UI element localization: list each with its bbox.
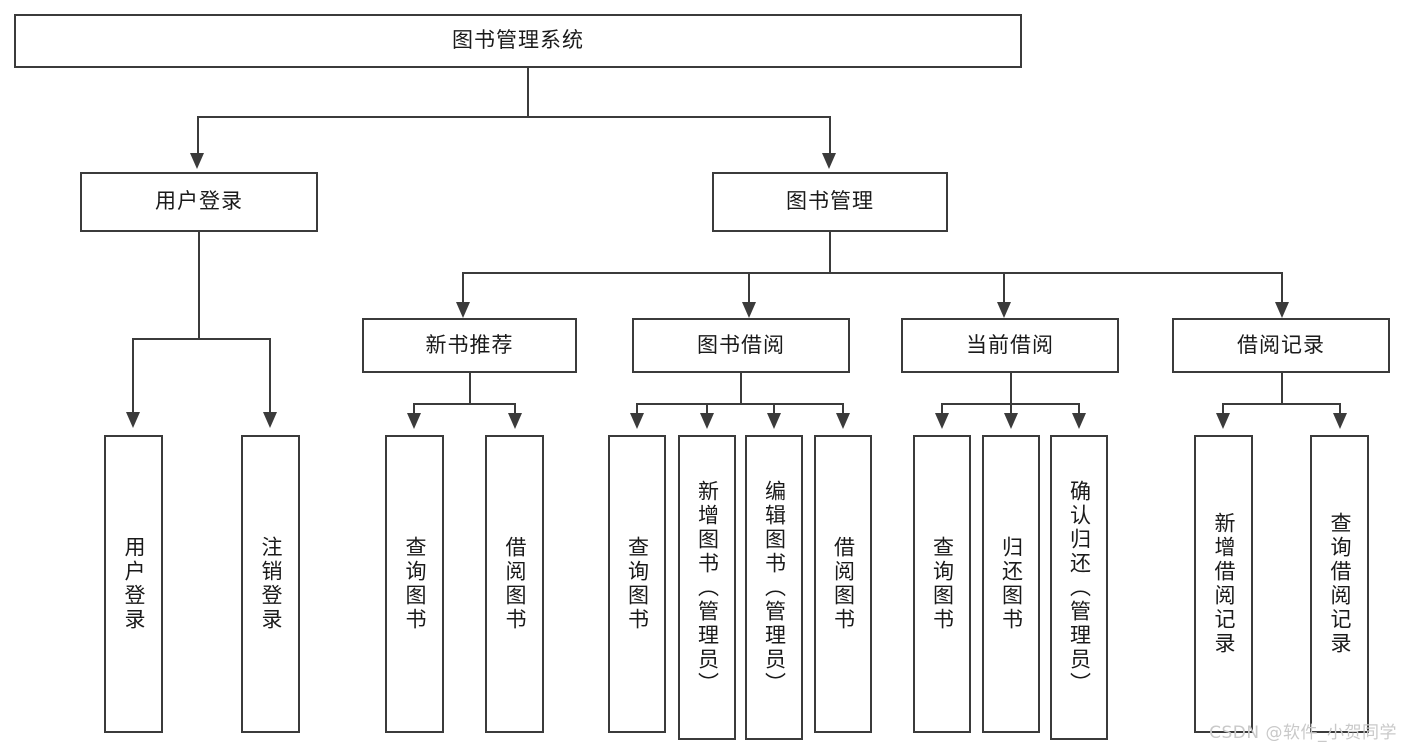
node-label: 查询图书 (625, 536, 650, 632)
arrow-new-book-child-1 (407, 413, 421, 429)
edge-book-borrow-bus (636, 403, 843, 405)
edge-root-bus (197, 116, 831, 118)
node-label: 借阅图书 (503, 536, 528, 632)
edge-root-to-user-login (197, 116, 199, 156)
node-root-library-system[interactable]: 图书管理系统 (14, 14, 1022, 68)
node-label: 归还图书 (999, 536, 1024, 632)
node-label: 查询图书 (403, 536, 428, 632)
edge-book-borrow-drop-3 (773, 403, 775, 415)
edge-user-login-bus (132, 338, 270, 340)
arrow-book-borrow-child-1 (630, 413, 644, 429)
node-label: 用户登录 (122, 536, 147, 632)
arrow-to-user-login-leaf (126, 412, 140, 428)
leaf-query-book-current[interactable]: 查询图书 (913, 435, 971, 733)
leaf-user-login[interactable]: 用户登录 (104, 435, 163, 733)
arrow-to-current-borrow (997, 302, 1011, 318)
arrow-to-user-login (190, 153, 204, 169)
edge-drop-borrow-record (1281, 272, 1283, 304)
arrow-current-borrow-child-2 (1004, 413, 1018, 429)
arrow-to-logout-leaf (263, 412, 277, 428)
arrow-current-borrow-child-3 (1072, 413, 1086, 429)
node-label: 图书管理 (786, 189, 874, 214)
edge-root-to-book-mgmt (829, 116, 831, 156)
node-borrow-record[interactable]: 借阅记录 (1172, 318, 1390, 373)
node-book-management[interactable]: 图书管理 (712, 172, 948, 232)
edge-drop-new-book (462, 272, 464, 304)
edge-book-mgmt-stem (829, 232, 831, 272)
arrow-to-book-mgmt (822, 153, 836, 169)
node-label: 新增借阅记录 (1212, 512, 1237, 656)
edge-book-borrow-stem (740, 373, 742, 403)
node-label: 查询借阅记录 (1328, 512, 1353, 656)
edge-borrow-record-stem (1281, 373, 1283, 403)
leaf-query-book-borrow[interactable]: 查询图书 (608, 435, 666, 733)
leaf-return-book[interactable]: 归还图书 (982, 435, 1040, 733)
arrow-borrow-record-child-1 (1216, 413, 1230, 429)
node-new-book-recommend[interactable]: 新书推荐 (362, 318, 577, 373)
node-label: 图书管理系统 (452, 28, 584, 53)
arrow-to-borrow-record (1275, 302, 1289, 318)
leaf-logout[interactable]: 注销登录 (241, 435, 300, 733)
edge-new-book-bus (413, 403, 516, 405)
arrow-to-new-book (456, 302, 470, 318)
node-label: 查询图书 (930, 536, 955, 632)
arrow-book-borrow-child-3 (767, 413, 781, 429)
edge-root-stem (527, 68, 529, 116)
edge-user-login-right-drop (269, 338, 271, 414)
edge-current-borrow-drop-3 (1078, 403, 1080, 415)
edge-drop-book-borrow (748, 272, 750, 304)
node-label: 当前借阅 (966, 332, 1054, 357)
node-label: 借阅图书 (831, 536, 856, 632)
arrow-to-book-borrow (742, 302, 756, 318)
node-label: 确认归还（管理员） (1067, 479, 1092, 696)
arrow-book-borrow-child-4 (836, 413, 850, 429)
edge-book-borrow-drop-2 (706, 403, 708, 415)
node-label: 图书借阅 (697, 332, 785, 357)
node-label: 注销登录 (259, 536, 284, 632)
leaf-query-borrow-record[interactable]: 查询借阅记录 (1310, 435, 1369, 733)
node-current-borrow[interactable]: 当前借阅 (901, 318, 1119, 373)
leaf-add-borrow-record[interactable]: 新增借阅记录 (1194, 435, 1253, 733)
edge-book-borrow-drop-1 (636, 403, 638, 415)
edge-borrow-record-drop-1 (1222, 403, 1224, 415)
leaf-borrow-book-new[interactable]: 借阅图书 (485, 435, 544, 733)
edge-current-borrow-drop-1 (941, 403, 943, 415)
edge-borrow-record-bus (1222, 403, 1340, 405)
edge-new-book-drop-2 (514, 403, 516, 415)
node-label: 用户登录 (155, 189, 243, 214)
edge-drop-current-borrow (1003, 272, 1005, 304)
node-label: 借阅记录 (1237, 332, 1325, 357)
leaf-edit-book-admin[interactable]: 编辑图书（管理员） (745, 435, 803, 740)
node-label: 新书推荐 (425, 332, 514, 357)
arrow-book-borrow-child-2 (700, 413, 714, 429)
edge-new-book-drop-1 (413, 403, 415, 415)
arrow-current-borrow-child-1 (935, 413, 949, 429)
leaf-borrow-book[interactable]: 借阅图书 (814, 435, 872, 733)
arrow-borrow-record-child-2 (1333, 413, 1347, 429)
leaf-query-book-new[interactable]: 查询图书 (385, 435, 444, 733)
node-label: 编辑图书（管理员） (762, 479, 787, 696)
leaf-confirm-return-admin[interactable]: 确认归还（管理员） (1050, 435, 1108, 740)
edge-current-borrow-stem (1010, 373, 1012, 403)
edge-borrow-record-drop-2 (1339, 403, 1341, 415)
edge-user-login-left-drop (132, 338, 134, 414)
edge-user-login-stem (198, 232, 200, 338)
node-user-login[interactable]: 用户登录 (80, 172, 318, 232)
edge-current-borrow-drop-2 (1010, 403, 1012, 415)
node-label: 新增图书（管理员） (695, 479, 720, 696)
node-book-borrow[interactable]: 图书借阅 (632, 318, 850, 373)
edge-book-borrow-drop-4 (842, 403, 844, 415)
leaf-add-book-admin[interactable]: 新增图书（管理员） (678, 435, 736, 740)
arrow-new-book-child-2 (508, 413, 522, 429)
edge-new-book-stem (469, 373, 471, 403)
edge-book-mgmt-bus (462, 272, 1282, 274)
csdn-watermark: CSDN @软件_小贺同学 (1209, 723, 1397, 743)
